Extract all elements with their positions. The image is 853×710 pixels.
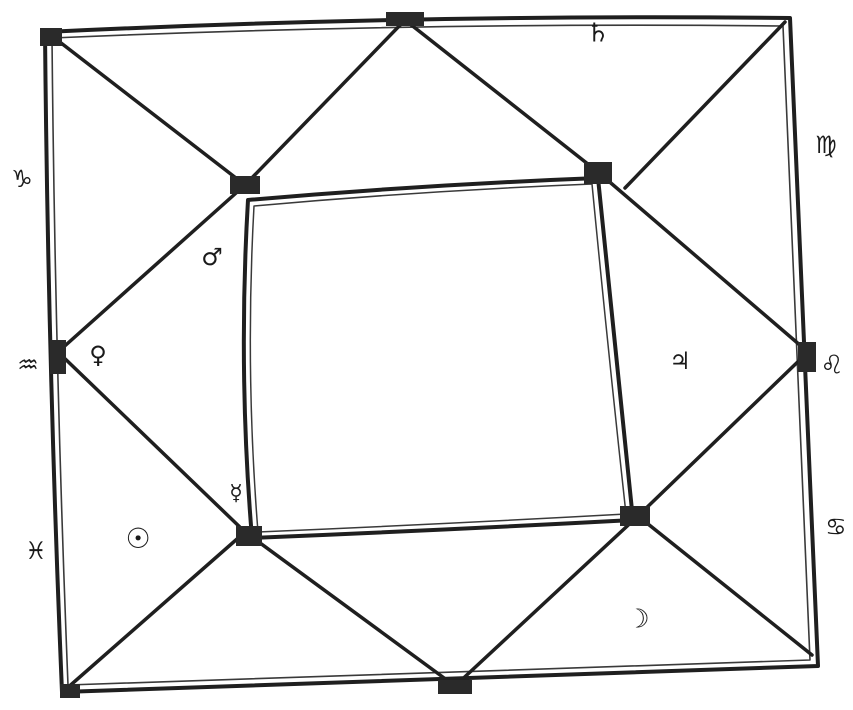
mars-glyph: ♂ <box>201 243 223 271</box>
planet-labels: ♄ ♂ ♀ ♃ ☿ ☉ ☽ <box>89 19 691 635</box>
ink-joints <box>40 12 816 698</box>
outer-frame <box>43 15 820 694</box>
zodiac-labels: ♑ ♒ ♓ ♍ ♌ ♋ <box>11 131 847 565</box>
moon-glyph: ☽ <box>626 605 649 635</box>
capricorn-glyph: ♑ <box>11 165 33 193</box>
diagonal-lines <box>50 18 814 692</box>
aquarius-glyph: ♒ <box>17 351 39 379</box>
inner-frame <box>241 176 635 540</box>
pisces-glyph: ♓ <box>25 537 47 565</box>
cancer-glyph: ♋ <box>825 513 847 541</box>
saturn-glyph: ♄ <box>586 19 609 49</box>
sun-glyph: ☉ <box>125 522 150 555</box>
mercury-glyph: ☿ <box>229 481 243 506</box>
virgo-glyph: ♍ <box>815 131 837 159</box>
leo-glyph: ♌ <box>820 351 843 381</box>
venus-glyph: ♀ <box>89 341 107 369</box>
jupiter-glyph: ♃ <box>669 347 691 375</box>
